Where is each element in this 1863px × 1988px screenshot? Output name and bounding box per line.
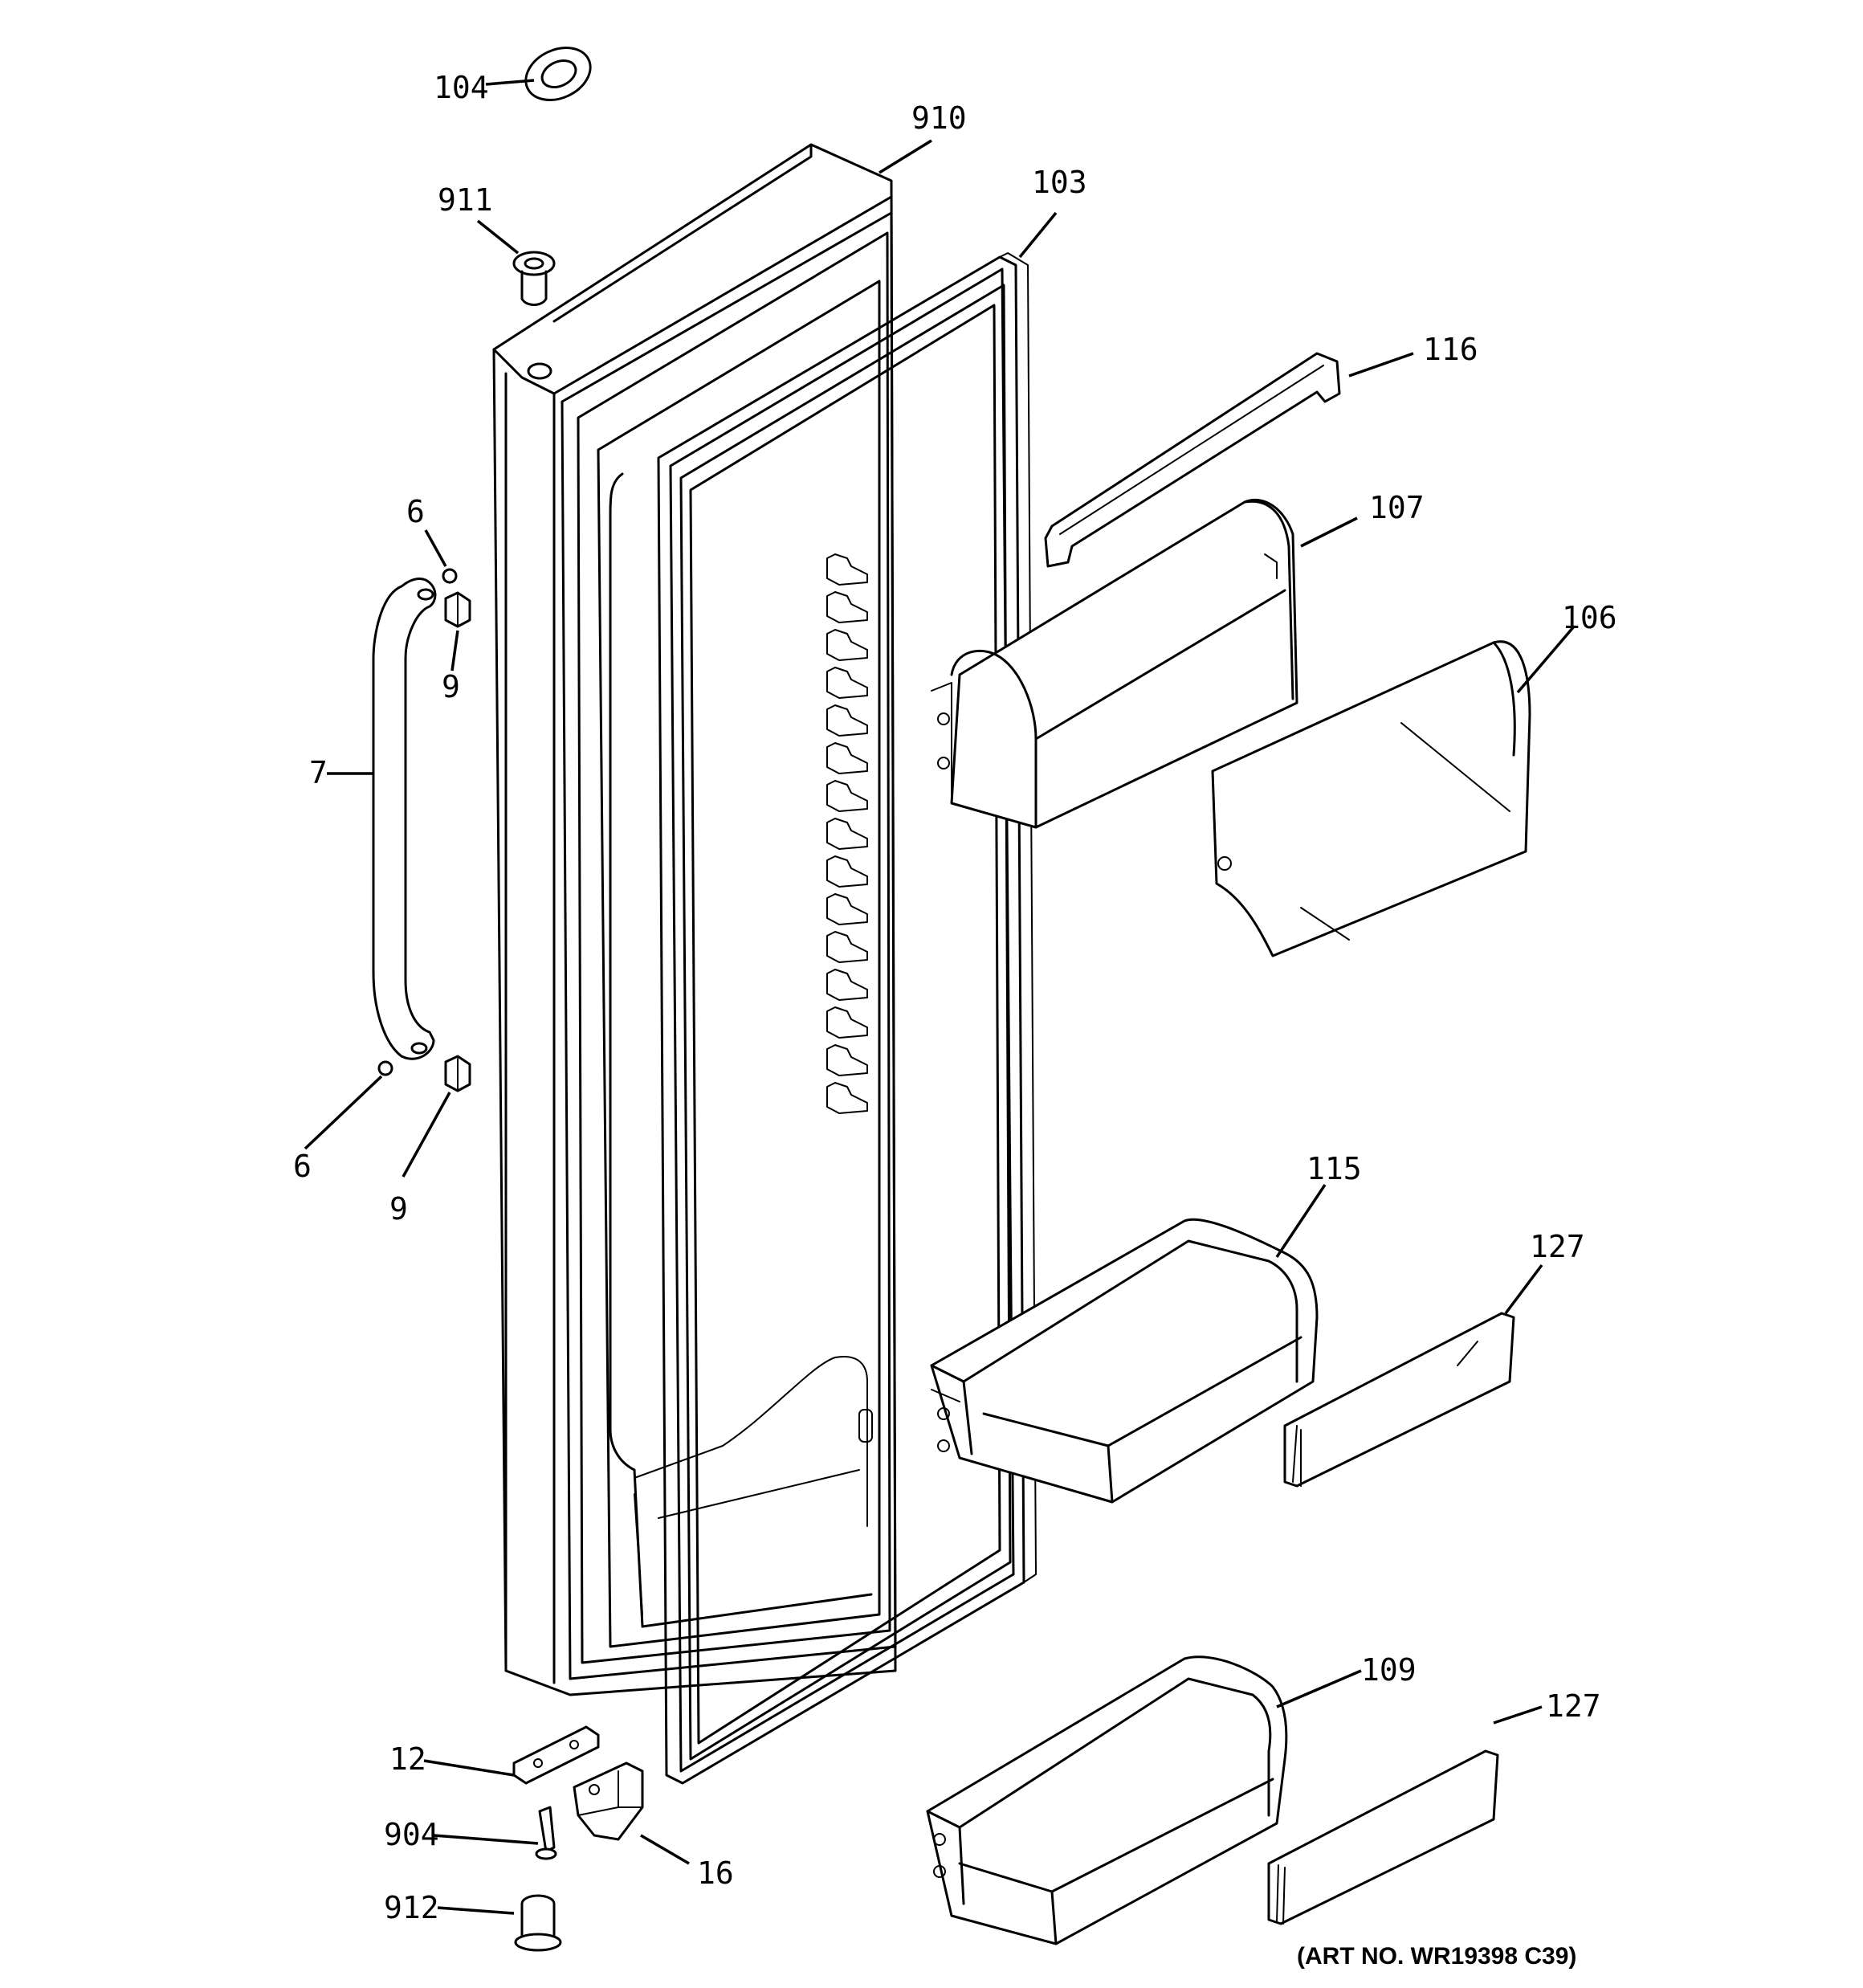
callout-7: 7 <box>309 755 328 790</box>
hinge-cap-104 <box>524 47 592 101</box>
liner-shelf-rib <box>826 591 868 623</box>
callout-127-upper: 127 <box>1530 1229 1585 1264</box>
callout-910: 910 <box>911 100 967 136</box>
liner-shelf-rib <box>826 667 868 699</box>
callout-12: 12 <box>389 1741 426 1777</box>
liner-shelf-rib <box>826 1044 868 1076</box>
liner-shelf-rib <box>826 1082 868 1114</box>
callout-107: 107 <box>1369 490 1425 525</box>
liner-shelf-rib <box>826 855 868 888</box>
door-gasket <box>657 252 1037 1785</box>
callout-16: 16 <box>697 1855 734 1891</box>
callout-9-bottom: 9 <box>389 1191 408 1227</box>
callout-106: 106 <box>1562 600 1617 635</box>
hinge-bracket-16 <box>573 1761 644 1841</box>
callout-103: 103 <box>1032 165 1087 200</box>
hinge-bushing-911 <box>512 251 556 306</box>
door-handle <box>372 577 437 1060</box>
liner-shelf-ribs <box>826 553 868 1114</box>
handle-screw-top <box>442 568 458 584</box>
liner-shelf-rib <box>826 553 868 586</box>
liner-shelf-rib <box>826 818 868 850</box>
callout-6-top: 6 <box>406 494 425 529</box>
door-bin-115 <box>930 1218 1319 1504</box>
bin-front-127-lower <box>1267 1749 1499 1925</box>
hinge-pin-912 <box>514 1894 562 1952</box>
callout-911: 911 <box>438 182 493 218</box>
callout-912: 912 <box>384 1890 439 1925</box>
door-outer-panel <box>492 143 897 1696</box>
liner-shelf-rib <box>826 931 868 963</box>
liner-shelf-rib <box>826 704 868 737</box>
door-bin-109 <box>926 1655 1288 1945</box>
callout-109: 109 <box>1361 1652 1417 1688</box>
callout-904: 904 <box>384 1817 439 1852</box>
liner-shelf-rib <box>826 893 868 925</box>
callout-127-lower: 127 <box>1546 1688 1601 1724</box>
callout-9-top: 9 <box>442 669 460 704</box>
bin-trim-116 <box>1044 352 1341 568</box>
liner-shelf-rib <box>826 742 868 774</box>
liner-shelf-rib <box>826 629 868 661</box>
liner-shelf-rib <box>826 969 868 1001</box>
hinge-screw-904 <box>535 1806 557 1860</box>
handle-stud-bottom <box>444 1055 471 1092</box>
callout-6-bottom: 6 <box>293 1149 312 1184</box>
callout-leaders <box>304 79 1576 1915</box>
handle-stud-top <box>444 591 471 628</box>
hinge-shim-12 <box>512 1725 600 1785</box>
callout-115: 115 <box>1307 1151 1362 1186</box>
bin-front-127-upper <box>1283 1312 1515 1488</box>
callout-116: 116 <box>1423 332 1478 367</box>
art-number: (ART NO. WR19398 C39) <box>1297 1943 1576 1970</box>
liner-shelf-rib <box>826 1006 868 1039</box>
callout-104: 104 <box>434 70 489 105</box>
liner-shelf-rib <box>826 780 868 812</box>
handle-screw-bottom <box>377 1060 393 1076</box>
bin-cover-106 <box>1211 640 1531 957</box>
door-bin-107 <box>931 498 1298 829</box>
